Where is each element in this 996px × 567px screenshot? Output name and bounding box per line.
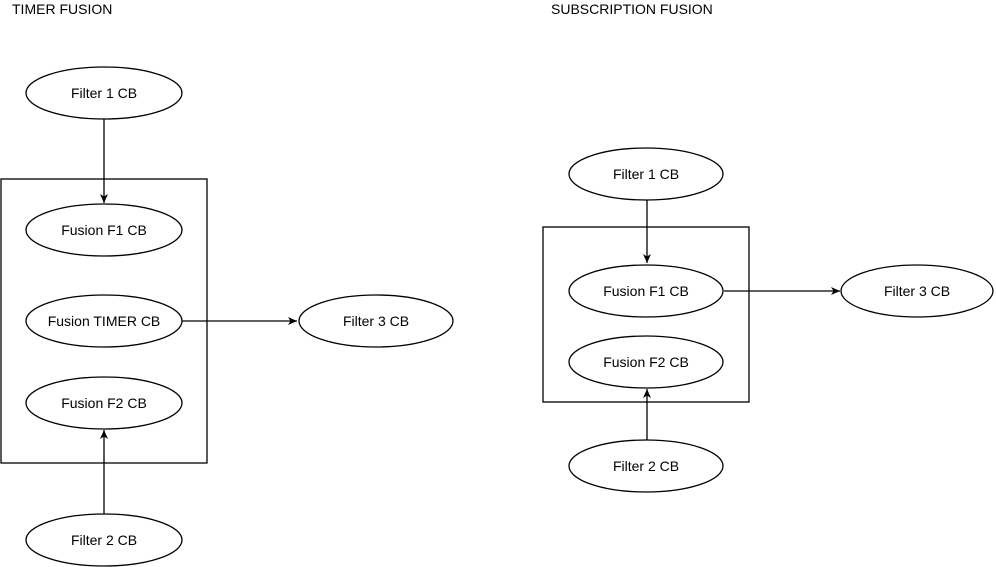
subscription-fusion-f1-node: Fusion F1 CB xyxy=(568,264,724,318)
timer-filter3-node: Filter 3 CB xyxy=(298,294,454,348)
subscription-filter2-label: Filter 2 CB xyxy=(613,458,679,474)
subscription-fusion-f1-label: Fusion F1 CB xyxy=(603,283,689,299)
timer-fusion-f2-label: Fusion F2 CB xyxy=(61,395,147,411)
subscription-filter1-label: Filter 1 CB xyxy=(613,166,679,182)
timer-filter2-label: Filter 2 CB xyxy=(71,532,137,548)
timer-filter1-node: Filter 1 CB xyxy=(25,66,183,120)
timer-fusion-f1-label: Fusion F1 CB xyxy=(61,222,147,238)
timer-fusion-timer-node: Fusion TIMER CB xyxy=(25,294,183,348)
timer-fusion-timer-label: Fusion TIMER CB xyxy=(48,313,161,329)
timer-filter3-label: Filter 3 CB xyxy=(343,313,409,329)
subscription-fusion-node-box xyxy=(542,226,750,403)
timer-fusion-f2-node: Fusion F2 CB xyxy=(25,376,183,430)
subscription-filter3-label: Filter 3 CB xyxy=(884,283,950,299)
subscription-fusion-f2-node: Fusion F2 CB xyxy=(568,335,724,389)
subscription-filter2-node: Filter 2 CB xyxy=(568,439,724,493)
timer-fusion-diagram: TIMER FUSION Filter 1 CB Fusion F1 CB Fu… xyxy=(0,1,454,567)
subscription-fusion-f2-label: Fusion F2 CB xyxy=(603,354,689,370)
subscription-fusion-title: SUBSCRIPTION FUSION xyxy=(551,1,713,17)
timer-filter2-node: Filter 2 CB xyxy=(25,513,183,567)
subscription-fusion-diagram: SUBSCRIPTION FUSION Filter 1 CB Fusion F… xyxy=(542,1,994,493)
timer-fusion-f1-node: Fusion F1 CB xyxy=(25,203,183,257)
subscription-filter1-node: Filter 1 CB xyxy=(568,147,724,201)
timer-fusion-title: TIMER FUSION xyxy=(12,1,112,17)
timer-filter1-label: Filter 1 CB xyxy=(71,85,137,101)
subscription-filter3-node: Filter 3 CB xyxy=(840,264,994,318)
